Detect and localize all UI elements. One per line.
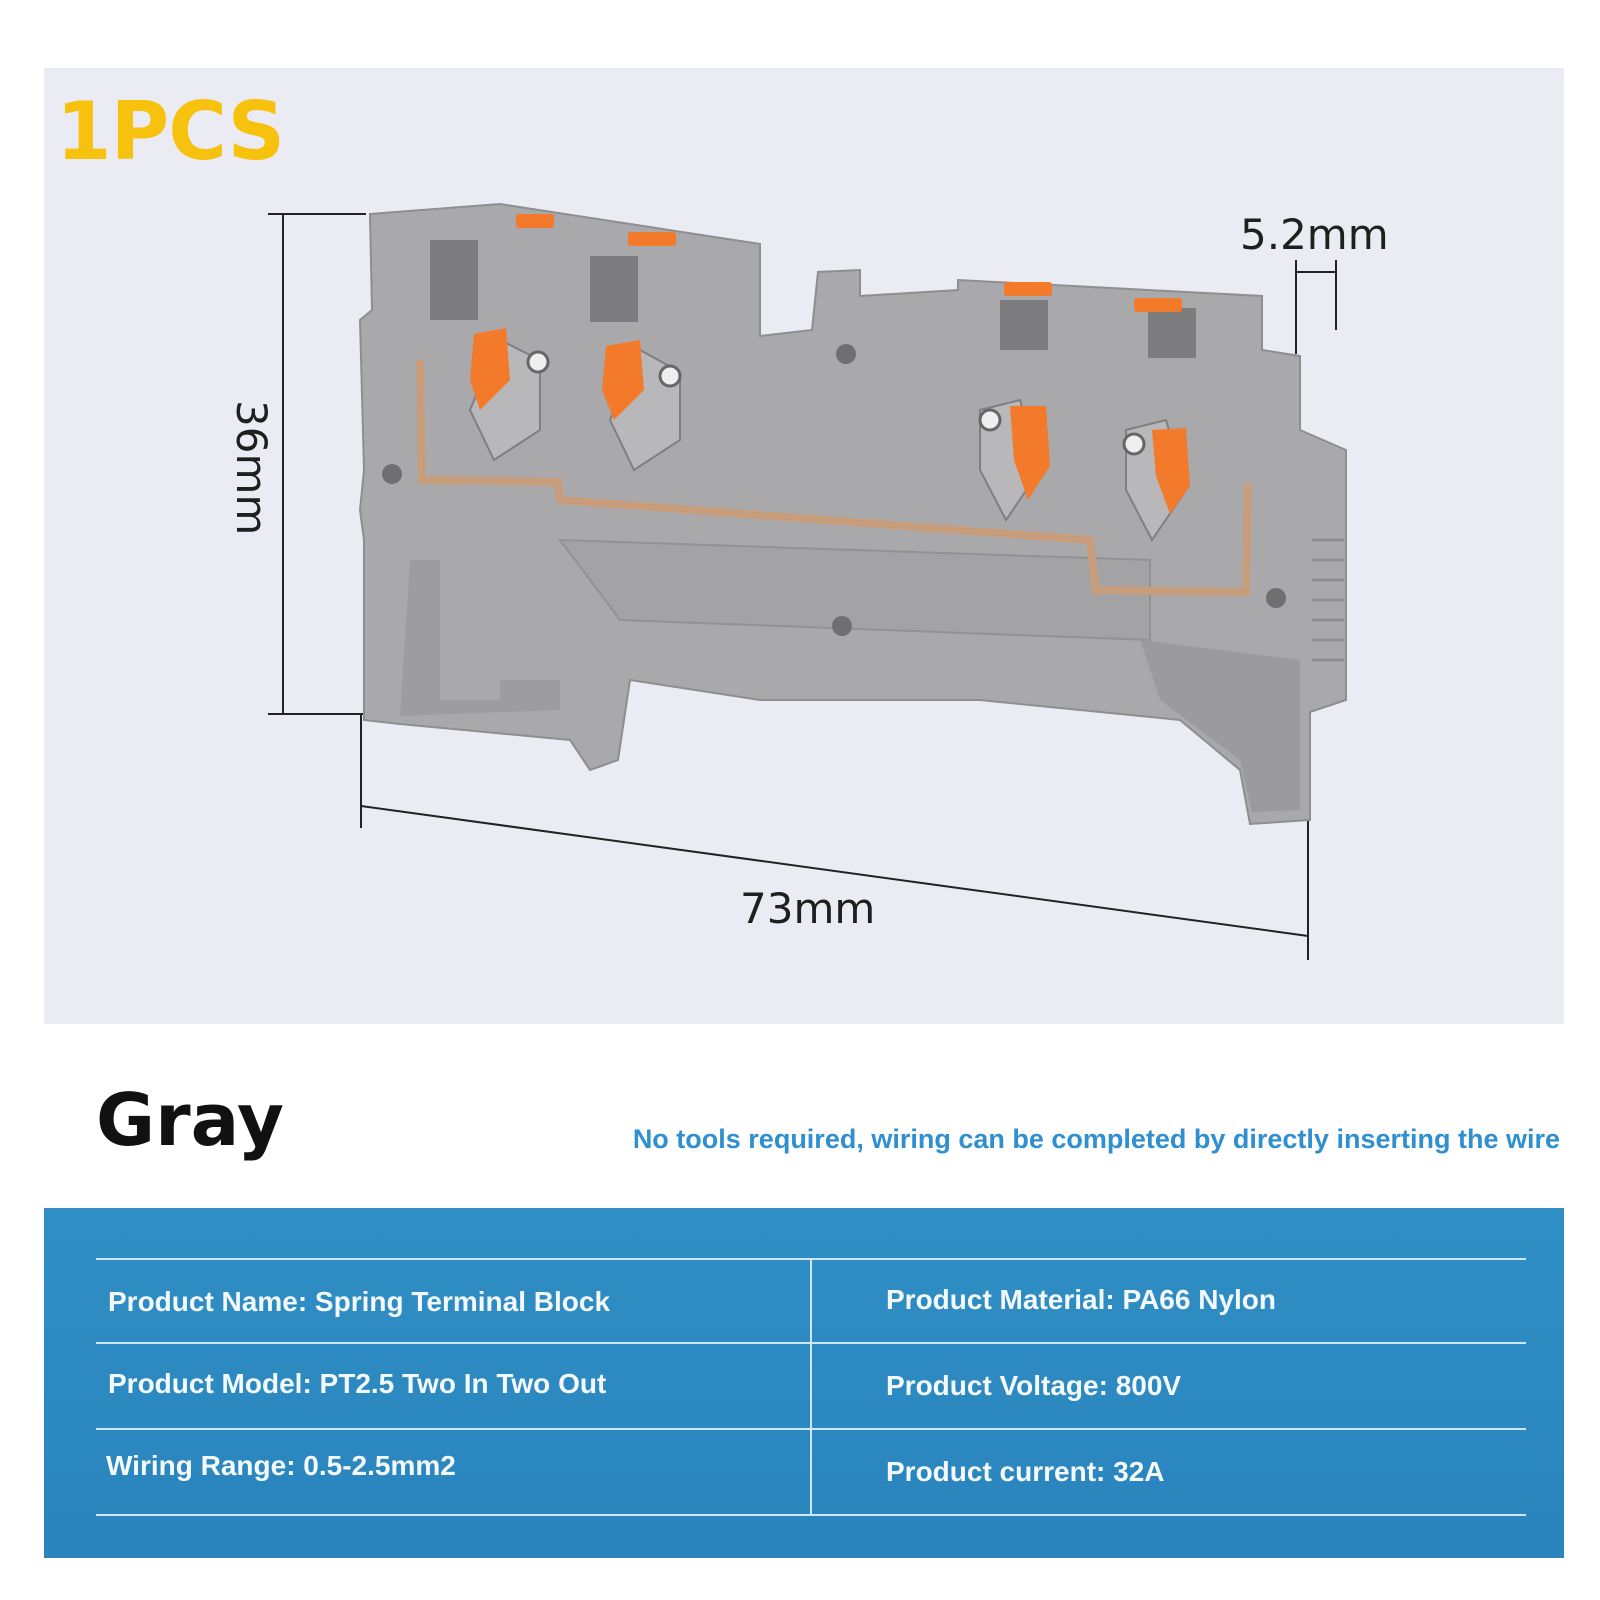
- quantity-label: 1PCS: [56, 85, 285, 178]
- copper-busbar: [416, 359, 1252, 597]
- terminal-block-illustration: [268, 202, 1347, 960]
- spec-product-name: Product Name: Spring Terminal Block: [108, 1286, 611, 1317]
- length-dimension-label: 73mm: [740, 884, 876, 933]
- spec-panel: Product Name: Spring Terminal Block Prod…: [44, 1208, 1564, 1558]
- spec-table: Product Name: Spring Terminal Block Prod…: [96, 1258, 1526, 1516]
- terminal-housing: [358, 202, 1347, 826]
- spec-product-voltage: Product Voltage: 800V: [886, 1370, 1182, 1401]
- feature-tagline: No tools required, wiring can be complet…: [632, 1124, 1560, 1154]
- spec-column-divider: [810, 1258, 812, 1516]
- spec-product-model: Product Model: PT2.5 Two In Two Out: [108, 1368, 607, 1399]
- width-dimension-label: 5.2mm: [1240, 210, 1389, 259]
- spec-wiring-range: Wiring Range: 0.5-2.5mm2: [106, 1450, 456, 1481]
- height-dimension-label: 36mm: [227, 400, 276, 536]
- spec-product-material: Product Material: PA66 Nylon: [886, 1284, 1277, 1315]
- spec-product-current: Product current: 32A: [886, 1456, 1165, 1487]
- dimension-lines: [268, 213, 1337, 960]
- release-levers: [470, 214, 1190, 514]
- color-variant-name: Gray: [96, 1078, 284, 1162]
